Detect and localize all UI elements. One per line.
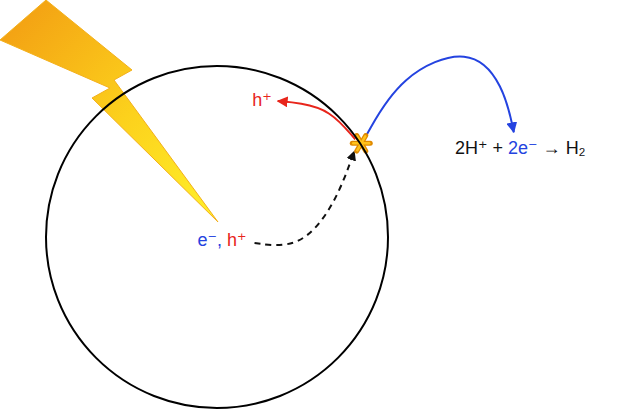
electron-hole-migration — [255, 151, 355, 245]
particle-outline — [46, 66, 388, 408]
hole-arrow — [278, 101, 356, 139]
reaction-equation: 2H⁺ + 2e⁻ → H₂ — [455, 138, 586, 160]
particle-circle: e⁻, h⁺ h⁺ — [45, 65, 389, 409]
electron-transfer-arrow — [365, 56, 514, 137]
hole-label: h⁺ — [252, 90, 272, 112]
lightning-bolt — [0, 0, 218, 222]
charge-carriers: e⁻, h⁺ — [197, 230, 246, 252]
